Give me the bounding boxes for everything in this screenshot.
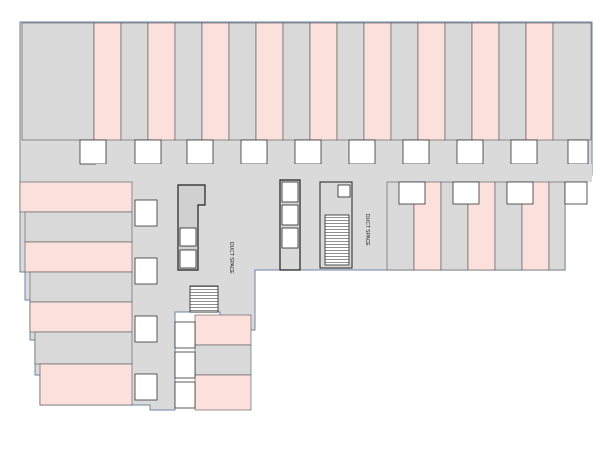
stair-core <box>324 214 350 266</box>
toilet-block <box>134 139 162 165</box>
unit-top-14 <box>444 22 473 141</box>
toilet-block <box>134 199 158 227</box>
toilet-block <box>186 139 214 165</box>
toilet-block <box>402 139 430 165</box>
toilet-block <box>348 139 376 165</box>
toilet-block <box>510 139 538 165</box>
top-toilet-blocks <box>79 139 589 165</box>
duct-space-label-2: DUCT SPACE <box>364 214 370 246</box>
toilet-block <box>174 351 196 379</box>
left-toilet-blocks <box>134 199 158 401</box>
toilet-block <box>134 315 158 343</box>
toilet-block <box>456 139 484 165</box>
toilet-block <box>567 139 589 165</box>
stair-core <box>189 285 219 313</box>
unit-top-6 <box>228 22 257 141</box>
unit-left-5 <box>34 331 133 365</box>
lift-shaft <box>281 181 299 203</box>
unit-left-6 <box>39 363 133 406</box>
toilet-block <box>79 139 107 165</box>
right-unit-row <box>386 181 566 271</box>
unit-top-10 <box>336 22 365 141</box>
central-core <box>177 179 353 313</box>
right-toilet-blocks <box>398 181 588 205</box>
lower-unit-column <box>194 314 252 411</box>
unit-top-15 <box>471 22 500 141</box>
left-unit-column <box>19 181 133 406</box>
unit-lower-1 <box>194 344 252 376</box>
lift-shaft <box>337 184 351 198</box>
top-unit-row <box>21 22 592 141</box>
unit-top-16 <box>498 22 527 141</box>
unit-top-12 <box>390 22 419 141</box>
lift-shaft <box>281 204 299 226</box>
lift-shaft <box>179 249 197 269</box>
toilet-block <box>564 181 588 205</box>
toilet-block <box>174 321 196 349</box>
toilet-block <box>174 381 196 409</box>
unit-top-2 <box>120 22 149 141</box>
unit-top-7 <box>255 22 284 141</box>
unit-right-6 <box>548 181 566 271</box>
toilet-block <box>294 139 322 165</box>
unit-top-8 <box>282 22 311 141</box>
toilet-block <box>240 139 268 165</box>
unit-top-0 <box>21 22 95 141</box>
unit-left-0 <box>19 181 133 213</box>
unit-top-4 <box>174 22 203 141</box>
unit-top-5 <box>201 22 230 141</box>
unit-top-9 <box>309 22 338 141</box>
unit-left-1 <box>24 211 133 243</box>
unit-top-18 <box>552 22 592 141</box>
unit-top-13 <box>417 22 446 141</box>
unit-lower-0 <box>194 314 252 346</box>
toilet-block <box>452 181 480 205</box>
unit-left-3 <box>29 271 133 303</box>
lower-toilet-blocks <box>174 321 196 409</box>
toilet-block <box>506 181 534 205</box>
toilet-block <box>134 373 158 401</box>
lift-shaft <box>179 227 197 247</box>
unit-top-11 <box>363 22 392 141</box>
unit-left-2 <box>24 241 133 273</box>
unit-top-17 <box>525 22 554 141</box>
unit-lower-2 <box>194 374 252 411</box>
unit-top-3 <box>147 22 176 141</box>
toilet-block <box>134 257 158 285</box>
lift-shaft <box>281 227 299 249</box>
duct-space-label-1: DUCT SPACE <box>228 242 234 274</box>
toilet-block <box>398 181 426 205</box>
unit-top-1 <box>93 22 122 141</box>
corridor <box>96 164 592 182</box>
unit-left-4 <box>29 301 133 333</box>
